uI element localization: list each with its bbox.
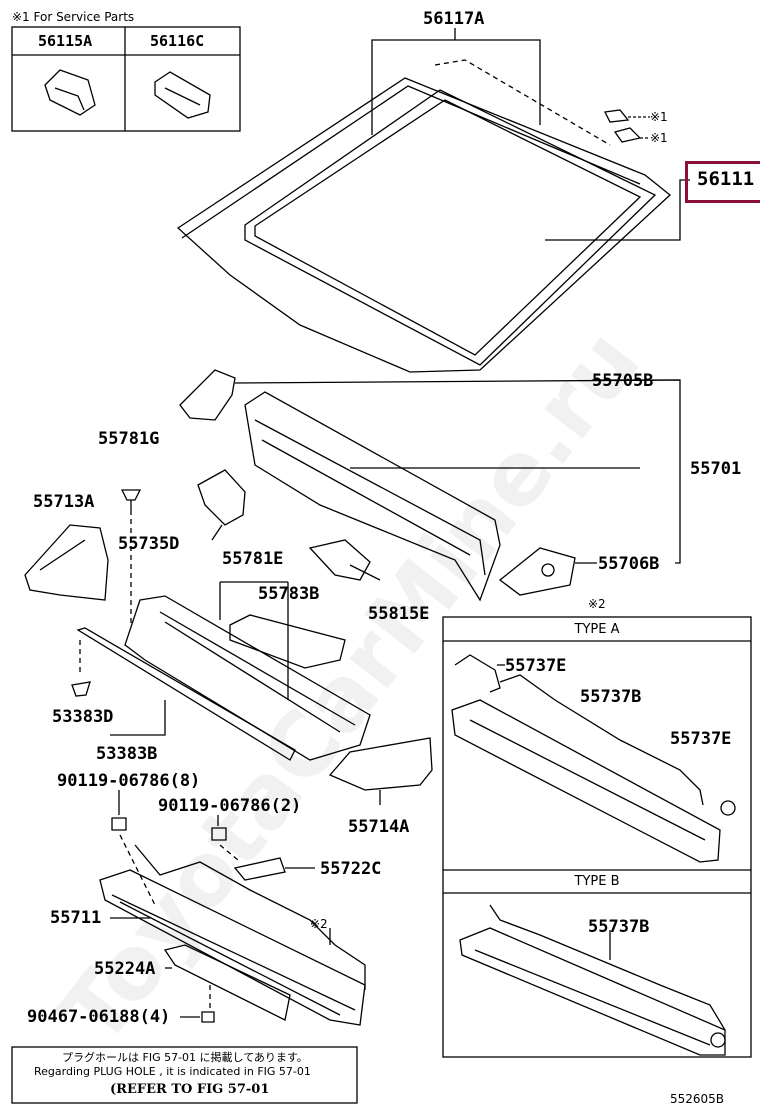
part-label-55714A: 55714A — [348, 817, 410, 837]
part-label-55781G: 55781G — [98, 429, 160, 449]
type-b-label-55737B: 55737B — [588, 917, 650, 937]
type-a-label-55737B: 55737B — [580, 687, 642, 707]
part-label-55781E: 55781E — [222, 549, 284, 569]
type-a-label-55737E-right: 55737E — [670, 729, 732, 749]
part-label-53383D: 53383D — [52, 707, 114, 727]
mark-1-first: ※1 — [650, 110, 668, 124]
diagram-code: 552605B — [670, 1092, 725, 1106]
service-part-label-1: 56115A — [38, 32, 93, 50]
part-label-53383B: 53383B — [96, 744, 158, 764]
part-label-55701: 55701 — [690, 459, 742, 479]
part-label-56111: 56111 — [697, 168, 755, 190]
part-label-56117A: 56117A — [423, 9, 485, 29]
part-label-55706B: 55706B — [598, 554, 660, 574]
part-label-55783B: 55783B — [258, 584, 320, 604]
footer-note-japanese: プラグホールは FIG 57-01 に掲載してあります。 — [62, 1051, 308, 1064]
mark-2-types: ※2 — [588, 597, 606, 611]
highlight-box-56111 — [685, 161, 760, 203]
service-part-label-2: 56116C — [150, 32, 205, 50]
type-a-title: TYPE A — [574, 622, 620, 637]
part-label-55815E: 55815E — [368, 604, 430, 624]
service-parts-note: ※1 For Service Parts — [12, 10, 135, 24]
footer-note-english: Regarding PLUG HOLE , it is indicated in… — [34, 1065, 311, 1078]
part-label-55224A: 55224A — [94, 959, 156, 979]
part-label-90467: 90467-06188(4) — [27, 1007, 171, 1027]
mark-2-main: ※2 — [310, 917, 328, 931]
type-a-label-55737E-top: 55737E — [505, 656, 567, 676]
part-label-55705B: 55705B — [592, 371, 654, 391]
part-label-55735D: 55735D — [118, 534, 180, 554]
part-label-90119-8: 90119-06786(8) — [57, 771, 201, 791]
part-label-90119-2: 90119-06786(2) — [158, 796, 302, 816]
footer-refer-link[interactable]: (REFER TO FIG 57-01 — [110, 1082, 270, 1097]
part-label-55722C: 55722C — [320, 859, 382, 879]
part-label-55711: 55711 — [50, 908, 102, 928]
mark-1-second: ※1 — [650, 131, 668, 145]
type-b-title: TYPE B — [574, 874, 620, 889]
part-label-55713A: 55713A — [33, 492, 95, 512]
